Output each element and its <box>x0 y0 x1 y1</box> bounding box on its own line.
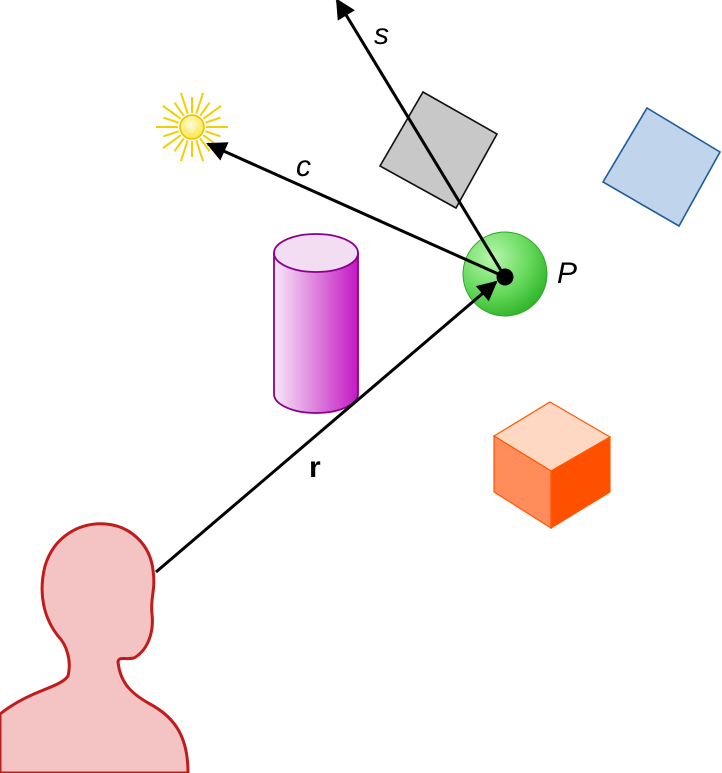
label-view-ray-r: r <box>309 451 321 484</box>
orange-cube <box>492 401 612 530</box>
sun-ray <box>162 134 182 150</box>
sun-ray <box>204 130 221 138</box>
shadow-ray-s <box>335 0 507 278</box>
sun-ray <box>202 104 222 120</box>
sun-ray <box>173 137 185 152</box>
sun-ray <box>163 130 180 138</box>
cylinder <box>273 233 359 414</box>
gray-box <box>378 90 499 210</box>
blue-box <box>601 106 722 228</box>
sun-ray <box>195 92 205 115</box>
label-shadow-ray-s: s <box>374 18 389 51</box>
sun-ray <box>195 139 205 162</box>
label-point-P: P <box>557 257 577 290</box>
label-light-ray-c: c <box>296 150 311 183</box>
sun-ray <box>179 92 189 115</box>
view-ray-r <box>155 280 498 574</box>
sun-ray <box>162 104 182 120</box>
hit-point <box>496 268 514 286</box>
sun-ray <box>204 116 221 124</box>
sun-ray <box>173 102 185 117</box>
sun-light-icon <box>156 92 228 162</box>
sun-ray <box>199 102 211 117</box>
sun-ray <box>163 116 180 124</box>
sun-ray <box>179 139 189 162</box>
person-viewer-icon <box>0 522 190 773</box>
light-ray-c <box>206 142 506 279</box>
